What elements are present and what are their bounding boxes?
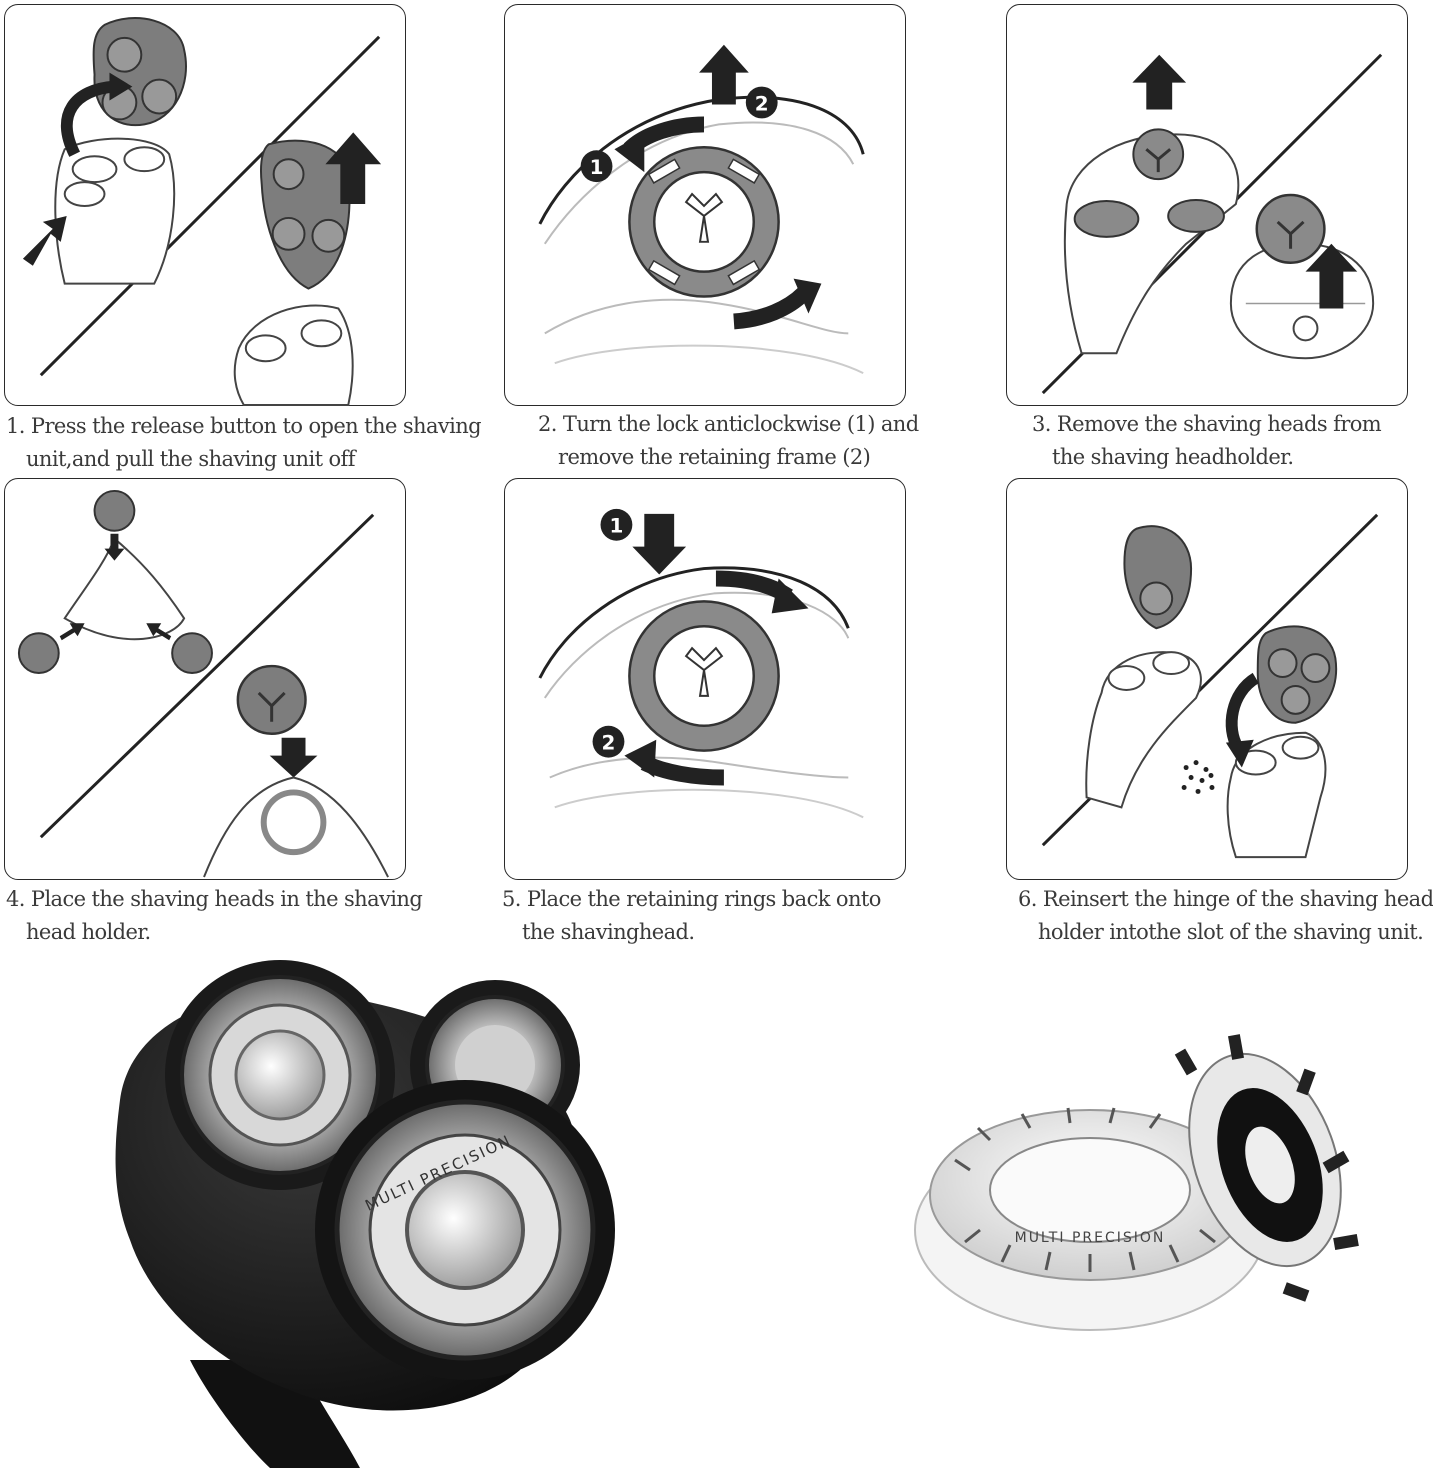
foil-and-blade-photo: MULTI PRECISION — [910, 1030, 1390, 1400]
step-3-caption-line1: 3. Remove the shaving heads from — [1032, 412, 1382, 436]
step-3-panel — [1006, 4, 1408, 406]
step-1-panel — [4, 4, 406, 406]
step-5-caption-line1: 5. Place the retaining rings back onto — [502, 887, 881, 911]
step-1-caption-line1: 1. Press the release button to open the … — [6, 414, 482, 438]
step-4-panel — [4, 478, 406, 880]
step-1-caption: 1. Press the release button to open the … — [6, 410, 482, 476]
step-2-caption: 2. Turn the lock anticlockwise (1) and r… — [538, 408, 919, 474]
engraving-foil: MULTI PRECISION — [1015, 1230, 1166, 1246]
marker-2-label-step5: 2 — [602, 732, 616, 755]
step-6-panel — [1006, 478, 1408, 880]
step-2-illustration: 1 2 — [538, 44, 865, 375]
shaver-head-photo: MULTI PRECISION — [100, 960, 620, 1468]
step-1-caption-line2: unit,and pull the shaving unit off — [26, 447, 356, 471]
step-3-illustration — [1041, 53, 1383, 395]
step-6-caption: 6. Reinsert the hinge of the shaving hea… — [1018, 883, 1433, 949]
step-2-caption-line2: remove the retaining frame (2) — [558, 445, 871, 469]
step-4-caption-line1: 4. Place the shaving heads in the shavin… — [6, 887, 423, 911]
step-6-caption-line1: 6. Reinsert the hinge of the shaving hea… — [1018, 887, 1433, 911]
step-3-caption: 3. Remove the shaving heads from the sha… — [1032, 408, 1382, 474]
step-4-caption: 4. Place the shaving heads in the shavin… — [6, 883, 423, 949]
marker-2-label: 2 — [755, 92, 769, 115]
step-2-caption-line1: 2. Turn the lock anticlockwise (1) and — [538, 412, 919, 436]
step-4-caption-line2: head holder. — [26, 920, 151, 944]
step-3-caption-line2: the shaving headholder. — [1052, 445, 1294, 469]
marker-1-label: 1 — [590, 156, 604, 179]
step-5-caption: 5. Place the retaining rings back onto t… — [502, 883, 881, 949]
step-4-illustration — [17, 489, 389, 878]
step-5-caption-line2: the shavinghead. — [522, 920, 695, 944]
step-5-illustration: 1 2 — [538, 508, 864, 819]
step-5-panel: 1 2 — [504, 478, 906, 880]
step-6-illustration — [1041, 513, 1379, 859]
step-2-panel: 1 2 — [504, 4, 906, 406]
step-1-illustration — [22, 17, 382, 406]
marker-1-label-step5: 1 — [610, 515, 624, 538]
step-6-caption-line2: holder intothe slot of the shaving unit. — [1038, 920, 1424, 944]
